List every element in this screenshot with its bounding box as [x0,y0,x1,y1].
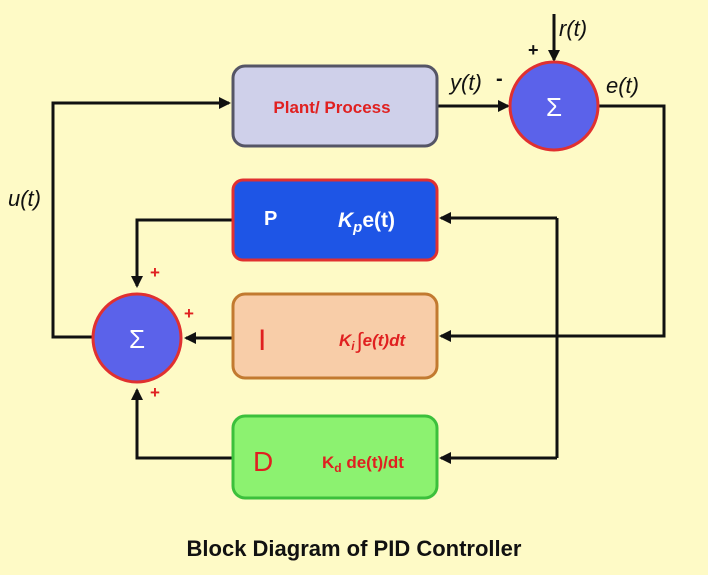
p-block [231,178,439,262]
plant-label: Plant/ Process [273,98,390,117]
summer-plus-top: + [150,263,160,282]
i-integral-sign: ∫ [355,328,365,353]
error-signal-label: e(t) [606,73,639,98]
p-gain-k: K [338,209,355,232]
p-to-sum-arrow [131,218,233,288]
p-gain-sub: p [352,219,362,236]
summer-plus-mid: + [184,304,194,323]
summer-plus-bottom: + [150,383,160,402]
d-gain-k: K [322,453,335,472]
i-gain-rest: e(t)dt [363,331,407,350]
reference-signal-label: r(t) [559,16,587,41]
error-summer-plus: + [528,40,539,60]
error-summer-minus: - [496,68,503,90]
d-to-sum-arrow [131,388,233,460]
control-arrow [51,97,231,339]
d-gain-sub: d [334,461,341,475]
output-signal-label: y(t) [448,70,482,95]
p-gain-rest: e(t) [362,209,395,232]
signal-wires [51,14,666,464]
control-summer [91,292,183,384]
d-gain-rest: de(t)/dt [342,453,405,472]
plant-block [231,64,439,148]
error-summer-symbol: Σ [546,92,562,122]
i-gain-formula: Ki∫e(t)dt [339,328,406,353]
p-letter: P [264,208,277,230]
i-letter: I [258,324,266,357]
i-gain-sub: i [351,339,355,353]
p-gain-formula: Kpe(t) [338,209,395,236]
diagram-caption: Block Diagram of PID Controller [186,536,522,561]
i-block [231,292,439,380]
control-signal-label: u(t) [8,186,41,211]
control-summer-symbol: Σ [129,324,145,354]
i-gain-k: K [339,331,353,350]
d-block [231,414,439,500]
d-letter: D [253,446,273,477]
error-summer [508,60,600,152]
error-to-i-arrow [439,104,666,342]
d-gain-formula: Kd de(t)/dt [322,453,404,475]
